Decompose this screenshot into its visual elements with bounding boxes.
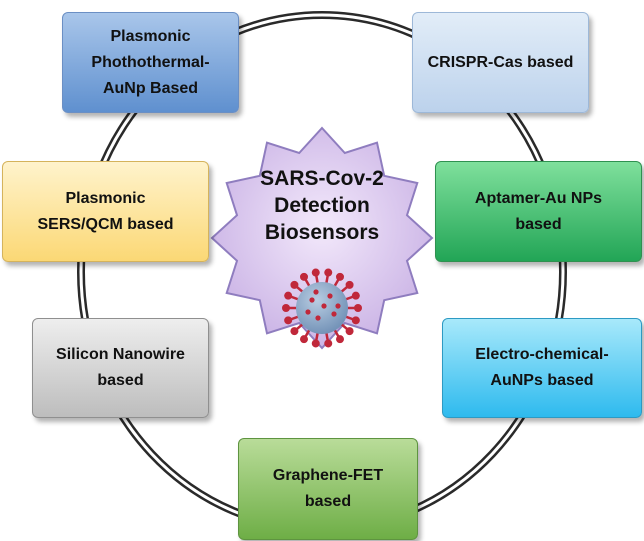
silicon-nanowire-box: Silicon Nanowire based bbox=[32, 318, 209, 418]
center-title-line-3: Biosensors bbox=[264, 221, 380, 244]
center-title-line-2: Detection bbox=[274, 194, 370, 217]
plasmonic-sers-qcm-box: Plasmonic SERS/QCM based bbox=[2, 161, 209, 262]
center-title: SARS-Cov-2 Detection Biosensors bbox=[222, 165, 422, 246]
center-title-line-1: SARS-Cov-2 bbox=[260, 167, 384, 190]
graphene-fet-box: Graphene-FET based bbox=[238, 438, 418, 540]
crispr-cas-box: CRISPR-Cas based bbox=[412, 12, 589, 113]
plasmonic-photothermal-aunp-box: Plasmonic Phothothermal- AuNp Based bbox=[62, 12, 239, 113]
coronavirus-icon bbox=[282, 268, 362, 348]
star-burst-icon bbox=[210, 126, 434, 350]
electro-chemical-aunps-box: Electro-chemical- AuNPs based bbox=[442, 318, 642, 418]
aptamer-au-nps-box: Aptamer-Au NPs based bbox=[435, 161, 642, 262]
